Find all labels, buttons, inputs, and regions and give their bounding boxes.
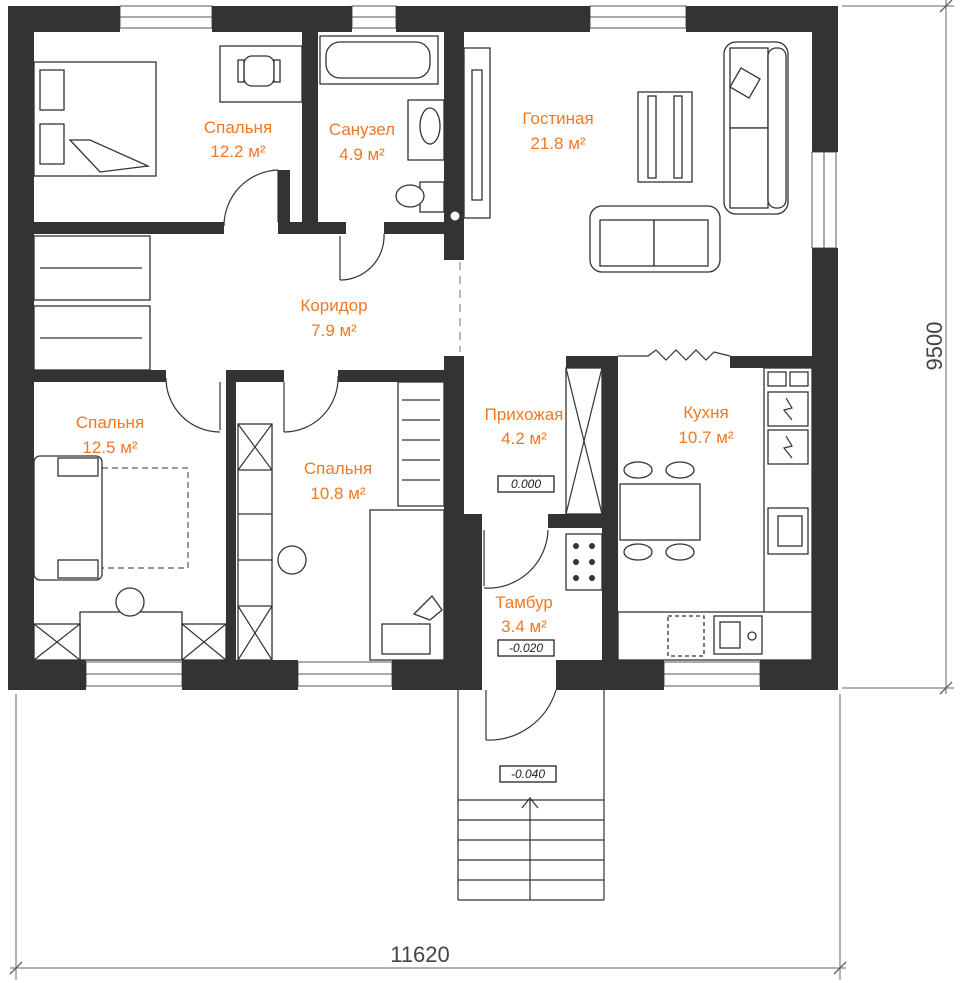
porch (457, 690, 605, 901)
room-label-living-room: Гостиная 21.8 м² (522, 109, 593, 153)
kitchen-bottom-counter (617, 611, 813, 661)
wardrobes (33, 235, 151, 371)
room-label-corridor: Коридор 7.9 м² (300, 296, 367, 340)
sofa-small (589, 205, 721, 273)
room-area: 7.9 м² (311, 321, 357, 340)
bed-bedroom-2 (33, 455, 189, 581)
room-label-bedroom-3: Спальня 10.8 м² (304, 459, 372, 503)
bathtub (319, 35, 439, 85)
closet (397, 381, 445, 507)
room-area: 10.8 м² (310, 484, 365, 503)
room-area: 4.2 м² (501, 429, 547, 448)
room-area: 3.4 м² (501, 617, 547, 636)
double-bed (33, 61, 157, 177)
toilet (395, 181, 445, 213)
room-name: Кухня (683, 403, 729, 422)
room-label-bedroom-2: Спальня 12.5 м² (76, 413, 144, 457)
height-dimension: 9500 (922, 322, 947, 371)
level-value: 0.000 (511, 477, 541, 491)
room-area: 4.9 м² (339, 145, 385, 164)
level-value: -0.020 (509, 641, 543, 655)
level-marker-0: 0.000 (497, 475, 555, 493)
dimension-lines (9, 0, 954, 980)
kitchen-counter (763, 367, 813, 661)
room-area: 21.8 м² (530, 134, 585, 153)
room-area: 12.2 м² (210, 142, 265, 161)
interior-walls (34, 32, 812, 662)
room-label-bathroom: Санузел 4.9 м² (329, 120, 395, 164)
desk-1 (219, 45, 303, 103)
level-value: -0.040 (511, 767, 545, 781)
room-name: Коридор (300, 296, 367, 315)
room-label-kitchen: Кухня 10.7 м² (678, 403, 733, 447)
level-marker-1: -0.020 (497, 639, 555, 657)
room-name: Спальня (76, 413, 144, 432)
room-name: Тамбур (495, 593, 553, 612)
windows (85, 5, 837, 687)
wall-niche (450, 47, 491, 221)
level-marker-2: -0.040 (499, 765, 557, 783)
room-name: Спальня (304, 459, 372, 478)
shelving-bedroom-3 (237, 423, 307, 661)
room-label-vestibule: Тамбур 3.4 м² (495, 593, 553, 636)
room-label-bedroom-1: Спальня 12.2 м² (204, 118, 272, 161)
room-name: Прихожая (485, 405, 564, 424)
hallway-wardrobe (565, 367, 603, 515)
room-name: Гостиная (522, 109, 593, 128)
desk-2 (33, 587, 227, 661)
bed-bedroom-3 (369, 509, 445, 661)
sink (407, 99, 445, 161)
sofa-large (723, 41, 789, 215)
doors (165, 169, 731, 741)
room-name: Санузел (329, 120, 395, 139)
vestibule-cabinet (565, 533, 603, 591)
exterior-walls (8, 6, 838, 690)
room-area: 10.7 м² (678, 428, 733, 447)
room-area: 12.5 м² (82, 438, 137, 457)
coffee-table (637, 91, 693, 183)
dining-table (619, 461, 701, 561)
width-dimension: 11620 (390, 942, 450, 967)
room-label-hallway: Прихожая 4.2 м² (485, 405, 564, 448)
room-name: Спальня (204, 118, 272, 137)
